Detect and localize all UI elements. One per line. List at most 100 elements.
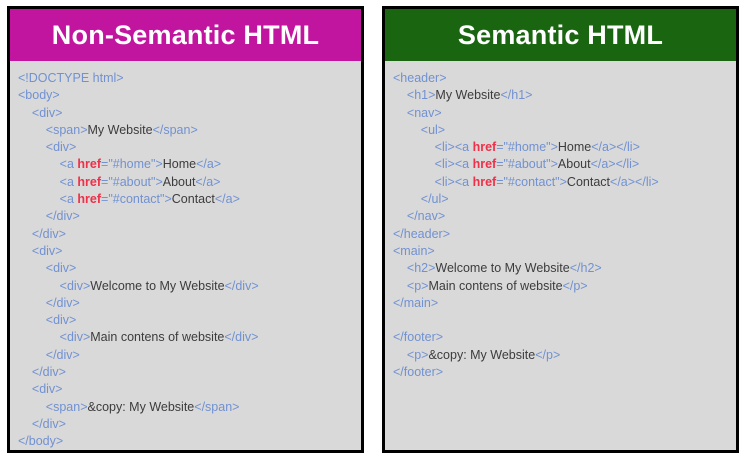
code-line: <li><a href="#about">About</a></li> [393, 156, 730, 173]
code-token-tag: <div> [18, 105, 63, 120]
code-token-tag: </h2> [569, 261, 602, 276]
code-token-val: ="#about"> [101, 174, 163, 189]
code-line: <h2>Welcome to My Website</h2> [393, 260, 730, 277]
code-token-tag: </a></li> [590, 157, 640, 172]
code-token-txt [393, 313, 396, 327]
code-token-tag: <!DOCTYPE html> [18, 71, 124, 85]
code-token-txt: My Website [435, 88, 501, 103]
code-token-tag: </footer> [393, 365, 444, 380]
code-block-non-semantic: <!DOCTYPE html> <body> <div> <span> My Web… [10, 61, 361, 450]
code-token-tag: </span> [194, 399, 240, 414]
code-token-tag: <div> [18, 243, 63, 258]
code-token-tag: </div> [18, 416, 66, 431]
code-line: <div> [18, 260, 355, 277]
code-token-attr: href [472, 174, 497, 189]
panel-non-semantic: Non-Semantic HTML <!DOCTYPE html> <body> … [7, 6, 364, 453]
code-line: <div> [18, 105, 355, 122]
code-token-tag: </div> [224, 278, 259, 293]
code-line: </div> [18, 208, 355, 225]
code-token-tag: <a [18, 157, 78, 172]
code-token-tag: </body> [18, 434, 64, 449]
code-token-tag: <main> [393, 243, 435, 258]
code-line: <div> [18, 243, 355, 260]
code-token-val: ="#about"> [496, 157, 558, 172]
code-token-txt: Main contens of website [90, 330, 225, 345]
code-token-tag: <ul> [393, 122, 446, 137]
code-token-tag: <body> [18, 88, 60, 103]
code-token-tag: </a></li> [591, 140, 640, 155]
code-token-tag: </p> [535, 347, 561, 362]
code-token-tag: </a> [195, 174, 221, 189]
code-token-tag: </a></li> [610, 174, 659, 189]
code-token-tag: </p> [562, 278, 588, 293]
code-token-tag: </footer> [393, 330, 444, 345]
code-line: <p>&copy: My Website</p> [393, 347, 730, 364]
code-line: <ul> [393, 122, 730, 139]
code-token-tag: <p> [393, 278, 429, 293]
code-token-tag: </nav> [393, 209, 446, 224]
code-token-val: ="#contact"> [101, 192, 172, 207]
code-token-tag: </a> [214, 192, 240, 207]
code-token-tag: </header> [393, 226, 450, 241]
code-token-tag: <div> [18, 278, 91, 293]
code-line: <div> [18, 139, 355, 156]
code-token-attr: href [77, 157, 102, 172]
code-line: <div> [18, 381, 355, 398]
code-token-txt: Welcome to My Website [90, 278, 225, 293]
code-token-tag: <div> [18, 382, 63, 397]
code-line: </div> [18, 364, 355, 381]
code-token-tag: <h2> [393, 261, 436, 276]
code-line: </header> [393, 226, 730, 243]
code-token-tag: </a> [196, 157, 222, 172]
code-token-txt: Contact [171, 192, 215, 207]
code-line: <main> [393, 243, 730, 260]
code-line: <li><a href="#home">Home</a></li> [393, 139, 730, 156]
code-line: </body> [18, 433, 355, 450]
code-token-tag: </main> [393, 295, 439, 310]
panel-title-non-semantic: Non-Semantic HTML [10, 9, 361, 61]
code-token-val: ="#home"> [496, 140, 558, 155]
code-token-tag: <span> [18, 399, 88, 414]
code-token-attr: href [77, 192, 102, 207]
code-token-attr: href [472, 140, 497, 155]
code-line: <!DOCTYPE html> [18, 70, 355, 87]
code-token-tag: </div> [18, 365, 66, 380]
code-line: </div> [18, 347, 355, 364]
code-line: <li><a href="#contact">Contact</a></li> [393, 174, 730, 191]
code-line: </div> [18, 295, 355, 312]
code-token-tag: <div> [18, 140, 77, 155]
code-token-tag: <a [18, 192, 78, 207]
code-token-txt: About [162, 174, 196, 189]
code-token-tag: <li><a [393, 157, 473, 172]
code-line: <div>Main contens of website</div> [18, 329, 355, 346]
code-token-val: ="#home"> [101, 157, 163, 172]
code-token-txt: About [557, 157, 591, 172]
code-line: </ul> [393, 191, 730, 208]
code-line: </nav> [393, 208, 730, 225]
code-token-tag: </div> [18, 347, 80, 362]
code-token-txt: &copy: My Website [428, 347, 536, 362]
code-token-tag: </ul> [393, 192, 449, 207]
code-token-tag: <div> [18, 330, 91, 345]
code-token-tag: </div> [18, 295, 80, 310]
code-line: <div> [18, 312, 355, 329]
code-line: <body> [18, 87, 355, 104]
code-token-attr: href [472, 157, 497, 172]
code-line: <p>Main contens of website</p> [393, 278, 730, 295]
code-token-txt: Main contens of website [428, 278, 563, 293]
panel-title-semantic: Semantic HTML [385, 9, 736, 61]
code-token-tag: </div> [18, 209, 80, 224]
code-token-tag: </div> [18, 226, 66, 241]
code-token-tag: <nav> [393, 105, 442, 120]
code-token-tag: <li><a [393, 174, 473, 189]
code-token-txt: Welcome to My Website [435, 261, 570, 276]
code-line: </div> [18, 226, 355, 243]
code-line: </div> [18, 416, 355, 433]
code-token-txt: Home [557, 140, 592, 155]
code-token-txt: My Website [87, 122, 153, 137]
code-token-tag: <a [18, 174, 78, 189]
code-line: <a href="#contact">Contact</a> [18, 191, 355, 208]
code-token-val: ="#contact"> [496, 174, 567, 189]
code-line: <span>&copy: My Website</span> [18, 399, 355, 416]
code-token-tag: <p> [393, 347, 429, 362]
